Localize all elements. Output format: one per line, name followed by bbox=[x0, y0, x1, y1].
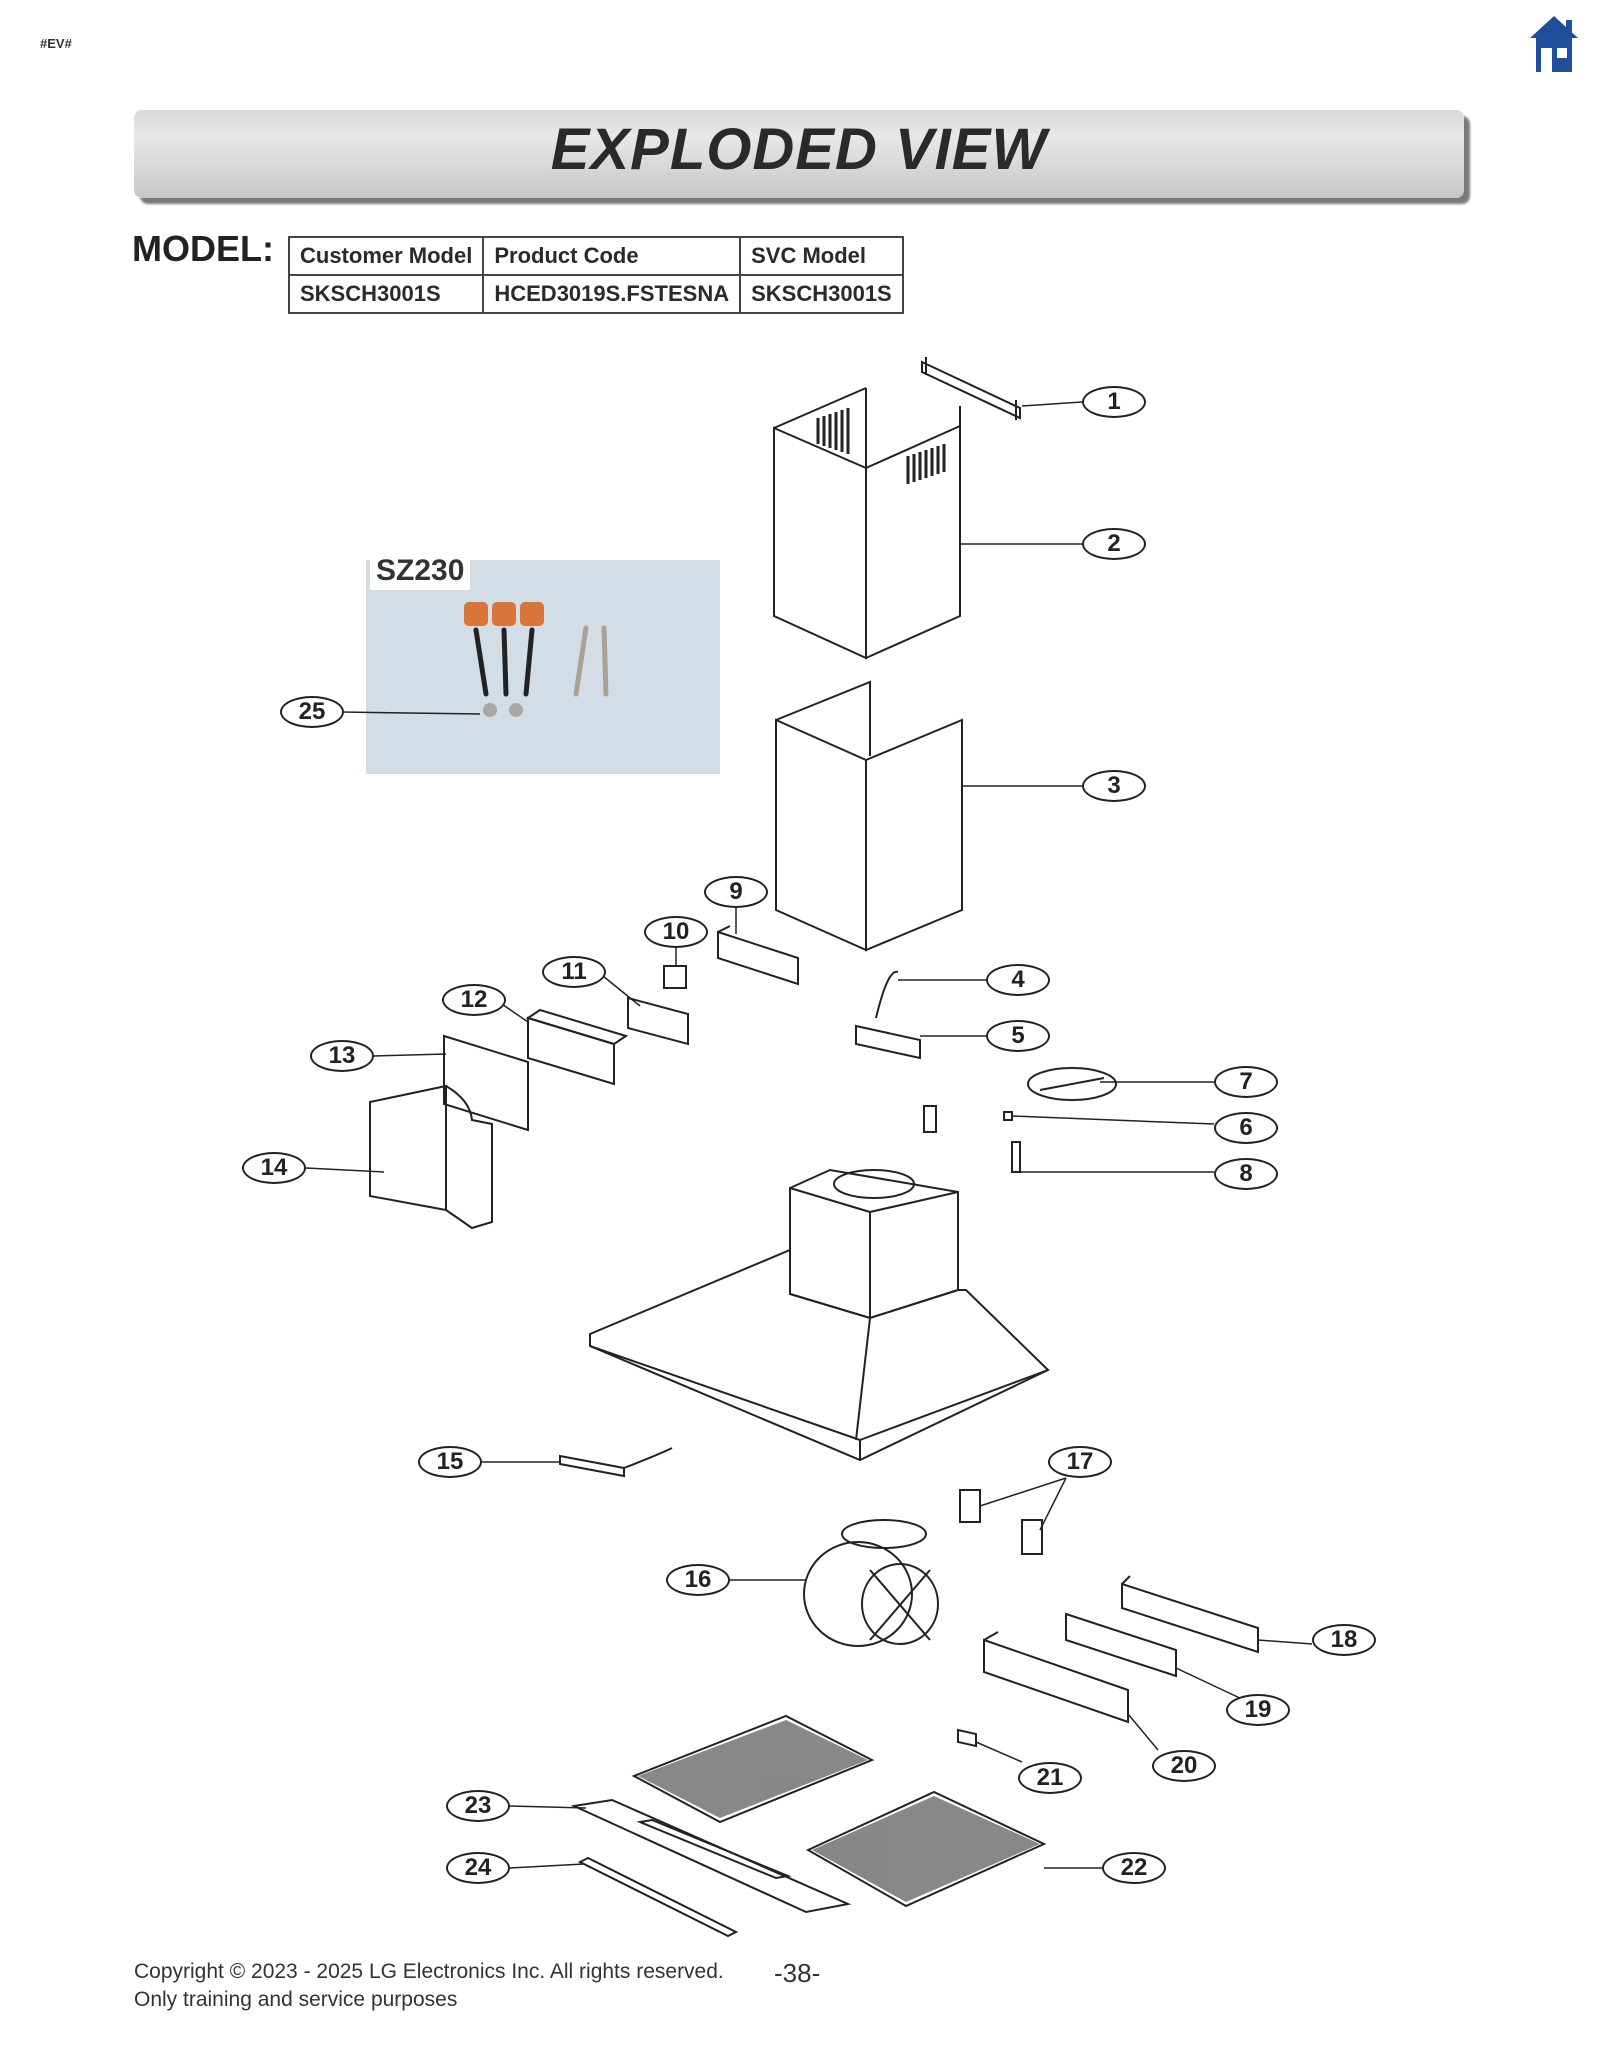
model-value-cell: HCED3019S.FSTESNA bbox=[482, 274, 742, 314]
footer: Copyright © 2023 - 2025 LG Electronics I… bbox=[134, 1958, 724, 2014]
part-box-12 bbox=[525, 1008, 629, 1086]
part-channel-18 bbox=[1121, 1575, 1259, 1654]
part-duct-20 bbox=[983, 1631, 1129, 1724]
callout-17: 17 bbox=[1048, 1446, 1112, 1478]
callout-4: 4 bbox=[986, 964, 1050, 996]
callout-22: 22 bbox=[1102, 1852, 1166, 1884]
part-cover-14 bbox=[369, 1084, 493, 1230]
wall-anchor-icon bbox=[464, 602, 544, 626]
part-sensor-10 bbox=[663, 965, 687, 989]
callout-23: 23 bbox=[446, 1790, 510, 1822]
model-table-row: SKSCH3001S HCED3019S.FSTESNA SKSCH3001S bbox=[287, 274, 904, 314]
part-switch-5 bbox=[855, 1024, 921, 1060]
model-label: MODEL: bbox=[132, 228, 274, 269]
callout-25: 25 bbox=[280, 696, 344, 728]
part-upper-chimney bbox=[773, 387, 961, 660]
page-number: -38- bbox=[774, 1958, 821, 1988]
part-clip-21 bbox=[957, 1728, 977, 1748]
model-header-cell: Customer Model bbox=[287, 236, 485, 276]
callout-24: 24 bbox=[446, 1852, 510, 1884]
model-header-cell: SVC Model bbox=[739, 236, 904, 276]
callout-3: 3 bbox=[1082, 770, 1146, 802]
part-trim-23 bbox=[570, 1798, 852, 1914]
part-rail-24 bbox=[577, 1856, 739, 1938]
part-filter-upper bbox=[631, 1714, 875, 1824]
part-hood-body bbox=[589, 1168, 1050, 1462]
callout-8: 8 bbox=[1214, 1158, 1278, 1190]
model-value-cell: SKSCH3001S bbox=[739, 274, 904, 314]
part-plate-13 bbox=[443, 1034, 529, 1132]
usage-note: Only training and service purposes bbox=[134, 1988, 458, 2011]
callout-10: 10 bbox=[644, 916, 708, 948]
part-clip-8 bbox=[1011, 1141, 1021, 1173]
callout-20: 20 bbox=[1152, 1750, 1216, 1782]
part-plate-7 bbox=[1027, 1067, 1117, 1101]
callout-19: 19 bbox=[1226, 1694, 1290, 1726]
model-table: Customer Model Product Code SVC Model SK… bbox=[287, 236, 904, 314]
callout-7: 7 bbox=[1214, 1066, 1278, 1098]
copyright-text: Copyright © 2023 - 2025 LG Electronics I… bbox=[134, 1960, 724, 1983]
model-header-cell: Product Code bbox=[482, 236, 742, 276]
section-tag: #EV# bbox=[40, 36, 72, 51]
hardware-kit-photo bbox=[366, 560, 720, 774]
part-cable-4 bbox=[875, 970, 899, 1019]
part-blower-16 bbox=[803, 1519, 939, 1647]
callout-21: 21 bbox=[1018, 1762, 1082, 1794]
part-board-19 bbox=[1065, 1612, 1177, 1678]
part-pcb-11 bbox=[627, 996, 689, 1046]
page-title: EXPLODED VIEW bbox=[550, 117, 1048, 182]
callout-11: 11 bbox=[542, 956, 606, 988]
callout-5: 5 bbox=[986, 1020, 1050, 1052]
callout-6: 6 bbox=[1214, 1112, 1278, 1144]
part-bracket-9 bbox=[717, 925, 799, 986]
callout-14: 14 bbox=[242, 1152, 306, 1184]
callout-18: 18 bbox=[1312, 1624, 1376, 1656]
callout-1: 1 bbox=[1082, 386, 1146, 418]
callout-2: 2 bbox=[1082, 528, 1146, 560]
callout-9: 9 bbox=[704, 876, 768, 908]
callout-16: 16 bbox=[666, 1564, 730, 1596]
model-table-header-row: Customer Model Product Code SVC Model bbox=[287, 236, 904, 276]
part-clip-6 bbox=[1003, 1111, 1013, 1121]
kit-label: SZ230 bbox=[370, 552, 471, 590]
model-value-cell: SKSCH3001S bbox=[287, 274, 485, 314]
callout-13: 13 bbox=[310, 1040, 374, 1072]
callout-12: 12 bbox=[442, 984, 506, 1016]
home-icon[interactable] bbox=[1528, 14, 1580, 74]
part-filter-22 bbox=[805, 1790, 1047, 1908]
part-bracket bbox=[921, 357, 1021, 420]
part-clip-left bbox=[923, 1105, 937, 1133]
part-lower-chimney bbox=[775, 680, 963, 952]
title-banner: EXPLODED VIEW bbox=[134, 110, 1464, 198]
callout-15: 15 bbox=[418, 1446, 482, 1478]
part-lamp-15 bbox=[559, 1447, 673, 1478]
